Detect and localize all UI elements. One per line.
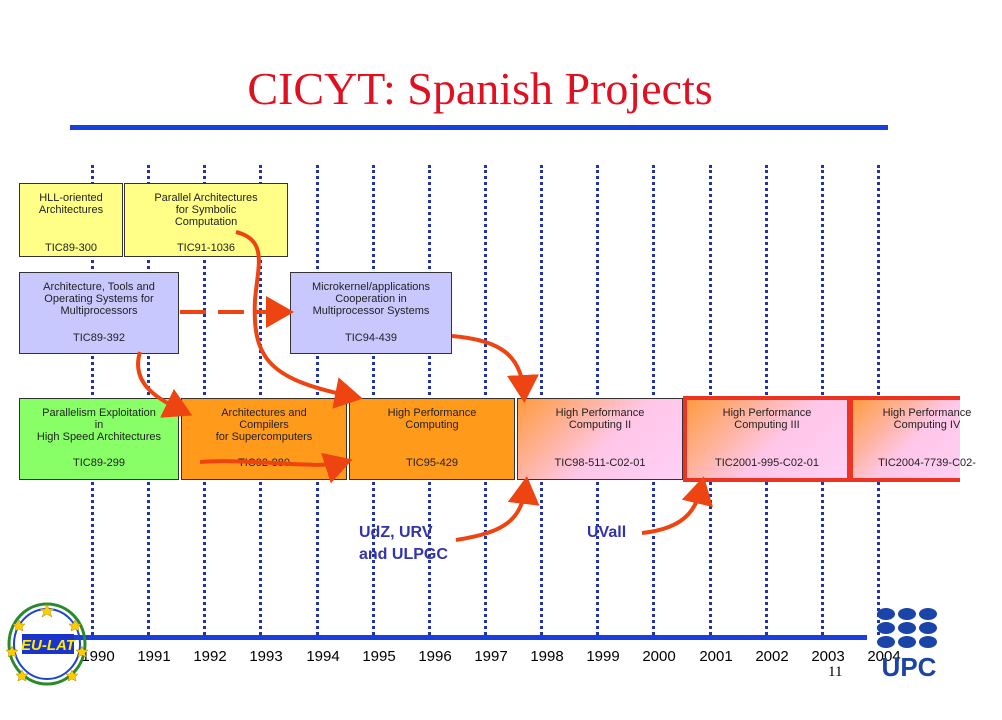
connection-arrows: [136, 230, 713, 542]
project-code: TIC2004-7739-C02-: [878, 457, 976, 469]
project-title-line: High Speed Architectures: [36, 431, 162, 443]
project-code: TIC95-429: [406, 457, 458, 469]
project-title-line: High Performance: [722, 407, 812, 419]
note-line: and ULPGC: [359, 546, 448, 563]
project-title-line: Multiprocessor Systems: [312, 305, 430, 317]
project-code: TIC94-439: [345, 332, 397, 344]
project-title-line: High Performance: [387, 407, 477, 419]
arrow-tic91-to-tic95: [235, 230, 363, 409]
year-label: 2001: [699, 648, 733, 665]
arrow-tic89-392-to-tic92: [136, 351, 193, 418]
project-title-line: Computing IV: [893, 419, 961, 431]
upc-logo: UPC: [877, 608, 937, 682]
project-title-line: Computing III: [734, 419, 800, 431]
project-box-microkernel-applications: Microkernel/applications Cooperation in …: [290, 272, 452, 354]
project-code: TIC89-392: [73, 332, 125, 344]
project-box-hll-oriented: HLL-oriented Architectures TIC89-300: [19, 183, 123, 257]
project-title-line: High Performance: [555, 407, 645, 419]
project-title-line: Compilers: [239, 419, 289, 431]
project-box-parallel-architectures-symbolic: Parallel Architectures for Symbolic Comp…: [124, 183, 288, 257]
project-code: TIC91-1036: [176, 242, 236, 254]
note-udz-urv-ulpgc: UdZ, URV and ULPGC: [359, 522, 448, 566]
year-label: 2000: [642, 648, 676, 665]
note-line: UdZ, URV: [359, 524, 433, 541]
year-label: 1992: [193, 648, 227, 665]
year-label: 2003: [811, 648, 845, 665]
eu-lat-logo: EU-LAT: [5, 602, 89, 686]
project-title-line: Architectures: [38, 204, 104, 216]
project-box-high-performance-computing-iii: High Performance Computing III TIC2001-9…: [685, 398, 849, 480]
project-title-line: Computing: [405, 419, 459, 431]
year-label: 1996: [418, 648, 452, 665]
page-title: CICYT: Spanish Projects: [247, 63, 713, 114]
year-label: 1998: [530, 648, 564, 665]
project-title-line: Cooperation in: [335, 293, 407, 305]
eu-lat-logo-text: EU-LAT: [21, 637, 77, 654]
year-label: 2004: [867, 648, 901, 665]
project-box-high-performance-computing-ii: High Performance Computing II TIC98-511-…: [517, 398, 683, 480]
project-title-line: HLL-oriented: [39, 192, 103, 204]
note-uvall: UVall: [587, 524, 627, 541]
project-title-line: Multiprocessors: [60, 305, 138, 317]
project-box-high-performance-computing: High Performance Computing TIC95-429: [349, 398, 515, 480]
project-title-line: Architecture, Tools and: [43, 281, 155, 293]
project-title-line: for Supercomputers: [215, 431, 313, 443]
arrow-tic94-to-tic98: [451, 334, 539, 403]
year-label: 1993: [249, 648, 283, 665]
project-title-line: Operating Systems for: [44, 293, 154, 305]
project-box-parallelism-exploitation: Parallelism Exploitation in High Speed A…: [19, 398, 179, 480]
upc-logo-text: UPC: [882, 652, 937, 682]
project-title-line: Parallelism Exploitation: [42, 407, 156, 419]
project-box-architecture-tools-os: Architecture, Tools and Operating System…: [19, 272, 179, 354]
project-title-line: Microkernel/applications: [312, 281, 430, 293]
project-title-line: High Performance: [882, 407, 972, 419]
year-label: 1994: [306, 648, 340, 665]
arrow-udz-to-hpc2: [455, 476, 540, 542]
year-label: 1990: [81, 648, 115, 665]
year-label: 1997: [474, 648, 508, 665]
year-label: 2002: [755, 648, 789, 665]
page-number: 11: [828, 664, 843, 680]
title-underline: [70, 125, 888, 130]
project-code: TIC98-511-C02-01: [554, 457, 646, 469]
year-label: 1999: [586, 648, 620, 665]
project-code: TIC89-300: [45, 242, 97, 254]
project-title-line: Architectures and: [221, 407, 307, 419]
project-title-line: Computation: [174, 216, 238, 228]
project-code: TIC2001-995-C02-01: [715, 457, 819, 469]
highlight-frame-hpc-iv: [849, 396, 960, 482]
arrow-uvall-to-hpc3: [641, 476, 713, 535]
timeline-axis: [70, 635, 867, 640]
arrow-hpc-to-tic95: [199, 452, 353, 484]
project-title-line: Parallel Architectures: [154, 192, 258, 204]
project-title-line: Computing II: [568, 419, 632, 431]
year-label: 1991: [137, 648, 171, 665]
project-title-line: in: [94, 419, 104, 431]
year-label: 1995: [362, 648, 396, 665]
project-code: TIC89-299: [73, 457, 125, 469]
year-labels: 1990 1991 1992 1993 1994 1995 1996 1997 1998 1999…: [0, 648, 960, 672]
project-title-line: for Symbolic: [175, 204, 237, 216]
